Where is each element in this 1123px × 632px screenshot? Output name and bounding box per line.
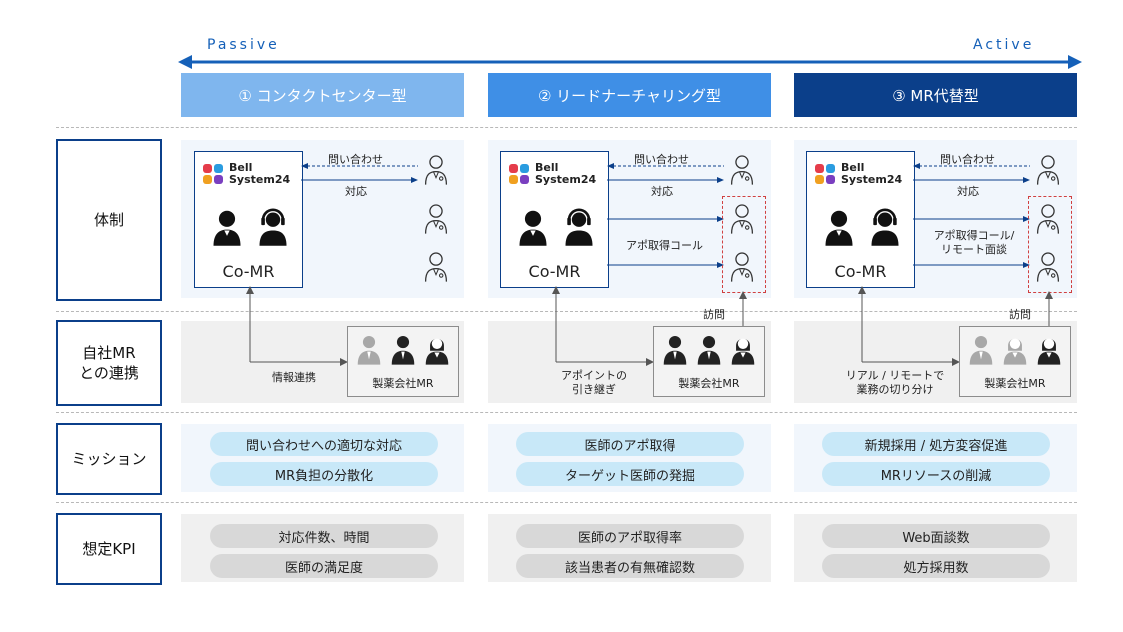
co-mr-label: Co-MR (834, 262, 887, 281)
target-doctors-group (722, 196, 766, 293)
doctor-icon (729, 153, 755, 185)
inquiry-label: 問い合わせ (328, 153, 383, 166)
operator-headset-icon (255, 206, 291, 246)
separator (56, 311, 1077, 312)
mission-pill: MRリソースの削減 (822, 462, 1050, 486)
inquiry-label: 問い合わせ (940, 153, 995, 166)
mr-icon (356, 333, 382, 365)
mr-icon (390, 333, 416, 365)
kpi-pill: 処方採用数 (822, 554, 1050, 578)
agent-icon (515, 206, 551, 246)
row-label-mission: ミッション (56, 423, 162, 495)
separator (56, 127, 1077, 128)
kpi-pill: 医師の満足度 (210, 554, 438, 578)
pharma-mr-box-1: 製薬会社MR (347, 326, 459, 397)
pharma-mr-label: 製薬会社MR (984, 377, 1046, 390)
doctor-icon (423, 250, 449, 282)
target-doctors-group (1028, 196, 1072, 293)
flow-arrows-3 (913, 163, 1030, 268)
axis-right-label: Active (973, 37, 1035, 53)
mission-pill: MR負担の分散化 (210, 462, 438, 486)
mr-icon (662, 333, 688, 365)
doctor-icon (423, 153, 449, 185)
pharma-mr-box-3: 製薬会社MR (959, 326, 1071, 397)
logo-mark-icon (509, 164, 529, 184)
type-header-contact-center: ① コンタクトセンター型 (181, 73, 464, 117)
doctor-icon (1035, 250, 1061, 282)
type-header-lead-nurturing: ② リードナーチャリング型 (488, 73, 771, 117)
visit-arrow (1045, 291, 1053, 329)
visit-arrow (739, 291, 747, 329)
response-label: 対応 (651, 185, 673, 198)
separator (56, 412, 1077, 413)
co-mr-label: Co-MR (222, 262, 275, 281)
info-link-label: 情報連携 (272, 371, 316, 384)
co-mr-label: Co-MR (528, 262, 581, 281)
doctor-icon (423, 202, 449, 234)
visit-label: 訪問 (1009, 308, 1031, 321)
info-link-arrow (246, 286, 348, 366)
mr-icon (1036, 333, 1062, 365)
logo-line1: Bell (535, 161, 559, 174)
split-label: リアル / リモートで 業務の切り分け (845, 369, 945, 396)
flow-arrows-1 (301, 163, 418, 183)
operator-headset-icon (867, 206, 903, 246)
logo-line1: Bell (229, 161, 253, 174)
logo-line2: System24 (535, 173, 597, 186)
double-arrow (178, 55, 1082, 69)
inquiry-label: 問い合わせ (634, 153, 689, 166)
agent-icon (821, 206, 857, 246)
mission-pill: 医師のアポ取得 (516, 432, 744, 456)
doctor-icon (729, 202, 755, 234)
mr-icon (730, 333, 756, 365)
appointment-remote-label: アポ取得コール/ リモート面談 (933, 229, 1015, 256)
visit-label: 訪問 (703, 308, 725, 321)
flow-arrows-2 (607, 163, 724, 268)
operator-headset-icon (561, 206, 597, 246)
doctor-icon (729, 250, 755, 282)
doctor-icon (1035, 202, 1061, 234)
kpi-pill: 医師のアポ取得率 (516, 524, 744, 548)
split-arrow (858, 286, 960, 366)
logo-line1: Bell (841, 161, 865, 174)
pharma-mr-label: 製薬会社MR (678, 377, 740, 390)
row-label-structure: 体制 (56, 139, 162, 301)
kpi-pill: 対応件数、時間 (210, 524, 438, 548)
axis-left-label: Passive (207, 37, 280, 53)
response-label: 対応 (957, 185, 979, 198)
mission-pill: 問い合わせへの適切な対応 (210, 432, 438, 456)
pharma-mr-box-2: 製薬会社MR (653, 326, 765, 397)
agent-icon (209, 206, 245, 246)
mission-pill: ターゲット医師の発掘 (516, 462, 744, 486)
kpi-pill: 該当患者の有無確認数 (516, 554, 744, 578)
logo-mark-icon (203, 164, 223, 184)
appointment-call-label: アポ取得コール (626, 239, 703, 252)
mr-icon (968, 333, 994, 365)
response-label: 対応 (345, 185, 367, 198)
type-header-mr-replacement: ③ MR代替型 (794, 73, 1077, 117)
row-label-kpi: 想定KPI (56, 513, 162, 585)
mr-icon (424, 333, 450, 365)
kpi-pill: Web面談数 (822, 524, 1050, 548)
mr-icon (1002, 333, 1028, 365)
mr-icon (696, 333, 722, 365)
mission-pill: 新規採用 / 処方変容促進 (822, 432, 1050, 456)
logo-mark-icon (815, 164, 835, 184)
doctor-icon (1035, 153, 1061, 185)
handover-arrow (552, 286, 654, 366)
row-label-mr-link: 自社MR との連携 (56, 320, 162, 406)
handover-label: アポイントの 引き継ぎ (561, 369, 627, 396)
logo-line2: System24 (229, 173, 291, 186)
separator (56, 502, 1077, 503)
pharma-mr-label: 製薬会社MR (372, 377, 434, 390)
logo-line2: System24 (841, 173, 903, 186)
